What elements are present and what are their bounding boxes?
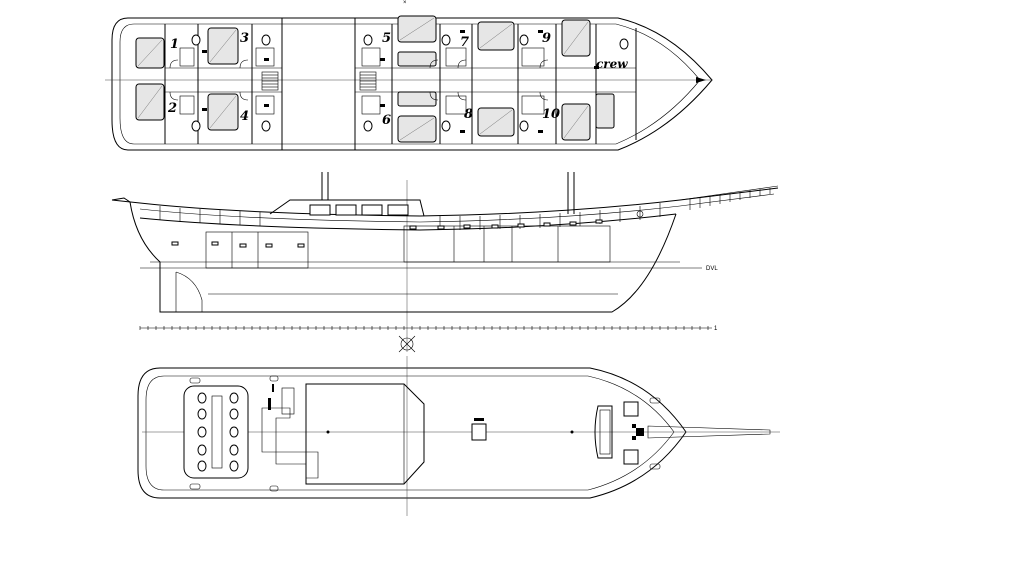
deckhouse-window: [309, 204, 331, 216]
bed: [397, 91, 437, 107]
bathroom-fixtures: [179, 30, 629, 133]
bow-marker: [696, 77, 706, 83]
deckhouse: [269, 199, 425, 217]
main-deck-plan: [137, 356, 780, 516]
toilet-icon: [441, 120, 451, 132]
toilet-icon: [261, 120, 271, 132]
cabin-number: 7: [460, 35, 469, 50]
cabin-number: 3: [240, 31, 249, 46]
sheer-line: [111, 187, 779, 217]
rudder: [175, 271, 203, 312]
baseline-label: 1: [714, 326, 718, 332]
dining-table: [183, 385, 249, 479]
bed: [397, 51, 437, 67]
lower-deck-plan: ×: [105, 0, 713, 151]
cabin-number: 1: [170, 37, 179, 52]
bulwark-stanchions: [159, 203, 661, 230]
dining-chairs: [197, 392, 239, 472]
bar-counter: [261, 407, 319, 479]
toilet-icon: [363, 34, 373, 46]
windlass-icon: [632, 424, 644, 440]
hull-profile: [129, 201, 677, 313]
hull-compartments: [205, 225, 611, 269]
toilet-icon: [191, 120, 201, 132]
sunbed-cushion: [599, 409, 611, 455]
crew-cabin-label: crew: [596, 57, 628, 71]
portholes: [171, 219, 603, 248]
rail-line: [139, 193, 775, 223]
lower-deck-hull-outline: [111, 17, 713, 151]
anchor-icon: [636, 210, 644, 218]
toilet-icon: [619, 38, 629, 50]
mast-position: [326, 430, 330, 434]
center-mark: [398, 335, 416, 353]
toilet-icon: [519, 34, 529, 46]
deckhouse-window: [335, 204, 357, 216]
crew-bunk: [595, 93, 615, 129]
waterline-label: DVL: [706, 266, 718, 272]
forward-sunbed: [594, 405, 613, 459]
aft-stairs: [261, 71, 279, 91]
door-swings: [169, 59, 549, 101]
toilet-icon: [191, 34, 201, 46]
toilet-icon: [261, 34, 271, 46]
cabin-beds: [135, 15, 615, 143]
cabin-number: 10: [542, 107, 560, 122]
toilet-icon: [519, 120, 529, 132]
cabin-number: 2: [167, 101, 177, 116]
cabin-number: 6: [382, 113, 391, 128]
lower-deck-inner-outline: [119, 23, 701, 145]
toilet-icon: [363, 120, 373, 132]
deckhouse-roof: [305, 383, 425, 485]
main-deck-inner-outline: [145, 375, 675, 491]
deck-hatch: [471, 423, 487, 441]
bowsprit: [647, 425, 771, 439]
forward-hatch: [623, 401, 639, 417]
deck-hatch-handle: [474, 418, 484, 421]
cabin-number: 4: [240, 109, 249, 124]
forward-hatch: [623, 449, 639, 465]
bowsprit-rigging: [679, 185, 779, 210]
stern-rail: [111, 197, 131, 203]
helm-station: [268, 384, 295, 415]
toilet-icon: [441, 34, 451, 46]
cabin-number: 9: [542, 31, 551, 46]
baseline-scale-ticks: [139, 326, 709, 330]
cabin-number: 8: [464, 107, 473, 122]
deck-cleats: [189, 375, 661, 492]
mast-position: [570, 430, 574, 434]
section-mark-top: ×: [403, 0, 407, 6]
side-profile: DVL 1: [111, 172, 779, 353]
forward-stairs: [359, 71, 377, 91]
deckhouse-window: [361, 204, 383, 216]
deckhouse-window: [387, 204, 409, 216]
cabin-number: 5: [382, 31, 391, 46]
main-deck-hull-outline: [137, 367, 687, 499]
